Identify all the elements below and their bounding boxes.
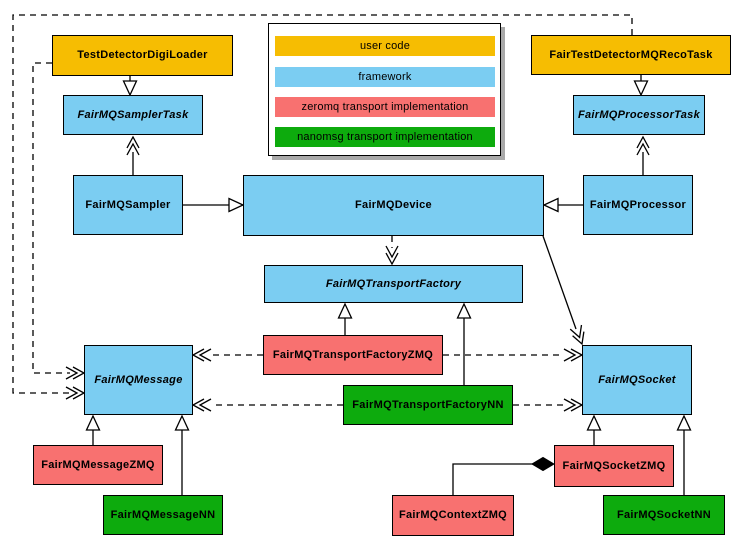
inheritance-arrowhead-icon: [586, 414, 602, 431]
inheritance-arrowhead-icon: [633, 80, 649, 97]
inheritance-arrowhead-icon: [676, 414, 692, 431]
legend-item-nanomsg: nanomsg transport implementation: [275, 127, 495, 147]
edge-inheritance-fairmqmessagezmq-to-fairmqmessage: [85, 414, 101, 445]
class-box-fairmq-sampler: FairMQSampler: [73, 175, 183, 235]
open-arrowhead-icon: [191, 398, 212, 412]
edge-inheritance-fairmqmessagenn-to-fairmqmessage: [174, 414, 190, 495]
edge-association-fairmqsampler-to-fairmqsamplertask: [126, 135, 140, 175]
open-arrowhead-icon: [126, 135, 140, 156]
edge-inheritance-fairmqsampler-to-fairmqdevice: [183, 197, 245, 213]
inheritance-arrowhead-icon: [122, 80, 138, 97]
class-box-fairmq-context-zmq: FairMQContextZMQ: [392, 495, 514, 536]
class-box-fairmq-device: FairMQDevice: [243, 175, 544, 236]
legend-item-zeromq: zeromq transport implementation: [275, 97, 495, 117]
class-box-fairmq-processor: FairMQProcessor: [583, 175, 693, 235]
legend-item-user_code: user code: [275, 36, 495, 56]
class-box-fair-test-detector-mq-reco-task: FairTestDetectorMQRecoTask: [531, 35, 731, 75]
open-arrowhead-icon: [191, 348, 212, 362]
open-arrowhead-icon: [569, 324, 585, 346]
edge-inheritance-fairtestdetectormqrecotask-to-fairmqprocessortask: [633, 75, 649, 97]
class-box-fairmq-socket: FairMQSocket: [582, 345, 692, 415]
class-box-fairmq-message-nn: FairMQMessageNN: [103, 495, 223, 535]
class-box-fairmq-sampler-task: FairMQSamplerTask: [63, 95, 203, 135]
edge-dependency-fairmqdevice-to-fairmqtransportfactory: [385, 236, 399, 266]
edge-inheritance-fairmqsocketzmq-to-fairmqsocket: [586, 414, 602, 445]
edge-dependency-fairmqtransportfactoryzmq-to-fairmqmessage: [191, 348, 263, 362]
edge-dependency-fairmqtransportfactorynn-to-fairmqmessage: [191, 398, 343, 412]
open-arrowhead-icon: [563, 348, 584, 362]
class-box-fairmq-transport-factory-zmq: FairMQTransportFactoryZMQ: [263, 335, 443, 375]
edge-inheritance-fairmqsocketnn-to-fairmqsocket: [676, 414, 692, 495]
class-box-fairmq-socket-zmq: FairMQSocketZMQ: [554, 445, 674, 487]
edge-association-fairmqprocessor-to-fairmqprocessortask: [636, 135, 650, 175]
class-box-fairmq-socket-nn: FairMQSocketNN: [603, 495, 725, 535]
class-box-fairmq-processor-task: FairMQProcessorTask: [573, 95, 705, 135]
composition-diamond-icon: [531, 456, 555, 472]
class-box-fairmq-message-zmq: FairMQMessageZMQ: [33, 445, 163, 485]
edge-association-fairmqdevice-to-fairmqsocket: [542, 235, 585, 346]
class-box-test-detector-digi-loader: TestDetectorDigiLoader: [52, 35, 233, 76]
class-box-fairmq-transport-factory-nn: FairMQTransportFactoryNN: [343, 385, 513, 425]
open-arrowhead-icon: [385, 245, 399, 266]
inheritance-arrowhead-icon: [542, 197, 559, 213]
class-box-fairmq-message: FairMQMessage: [84, 345, 193, 415]
edge-inheritance-fairmqtransportfactoryzmq-to-fairmqtransportfactory: [337, 302, 353, 335]
inheritance-arrowhead-icon: [228, 197, 245, 213]
legend-item-framework: framework: [275, 67, 495, 87]
inheritance-arrowhead-icon: [456, 302, 472, 319]
inheritance-arrowhead-icon: [85, 414, 101, 431]
open-arrowhead-icon: [636, 135, 650, 156]
open-arrowhead-icon: [563, 398, 584, 412]
edge-dependency-fairmqtransportfactorynn-to-fairmqsocket: [513, 398, 584, 412]
inheritance-arrowhead-icon: [174, 414, 190, 431]
edge-composition-fairmqcontextzmq-to-fairmqsocketzmq: [452, 456, 555, 495]
inheritance-arrowhead-icon: [337, 302, 353, 319]
edge-inheritance-fairmqprocessor-to-fairmqdevice: [542, 197, 583, 213]
diagram-legend: user code framework zeromq transport imple…: [268, 23, 501, 156]
edge-inheritance-testdetectordigiloader-to-fairmqsamplertask: [122, 76, 138, 97]
class-box-fairmq-transport-factory: FairMQTransportFactory: [264, 265, 523, 303]
edge-inheritance-fairmqtransportfactorynn-to-fairmqtransportfactory: [456, 302, 472, 385]
